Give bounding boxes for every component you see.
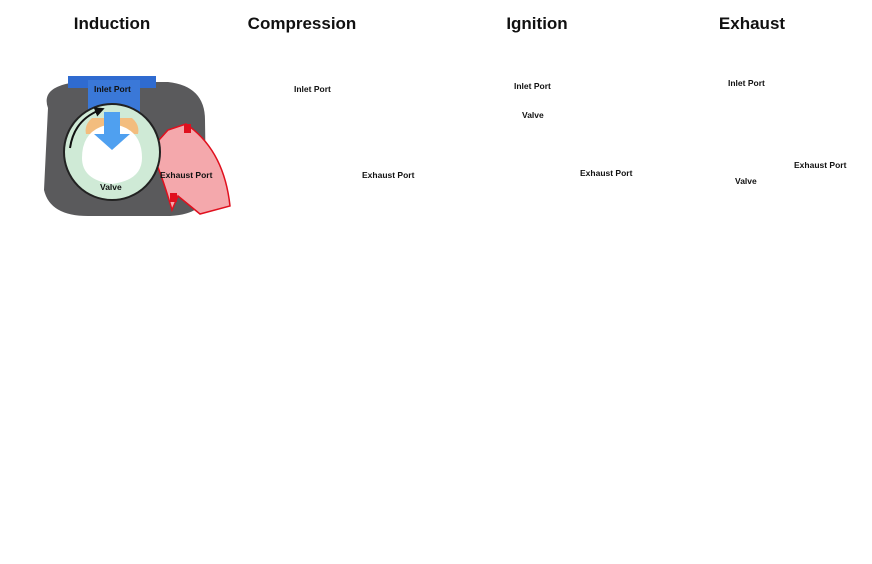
valve-label-4: Valve	[735, 176, 757, 186]
inlet-port-label-4: Inlet Port	[728, 78, 765, 88]
valve-label-3: Valve	[522, 110, 544, 120]
exhaust-port-label-3: Exhaust Port	[580, 168, 633, 178]
exhaust-port-label-2: Exhaust Port	[362, 170, 415, 180]
title-compression: Compression	[247, 14, 357, 33]
exhaust-port-label-1: Exhaust Port	[160, 170, 213, 180]
inlet-port-label-3: Inlet Port	[514, 81, 551, 91]
title-ignition: Ignition	[506, 14, 568, 33]
title-induction: Induction	[73, 14, 151, 33]
title-exhaust: Exhaust	[718, 14, 786, 33]
exhaust-port-label-4: Exhaust Port	[794, 160, 847, 170]
inlet-port-label-2: Inlet Port	[294, 84, 331, 94]
inlet-port-label-1: Inlet Port	[94, 84, 131, 94]
valve-label-1: Valve	[100, 182, 122, 192]
head-induction	[44, 76, 231, 216]
